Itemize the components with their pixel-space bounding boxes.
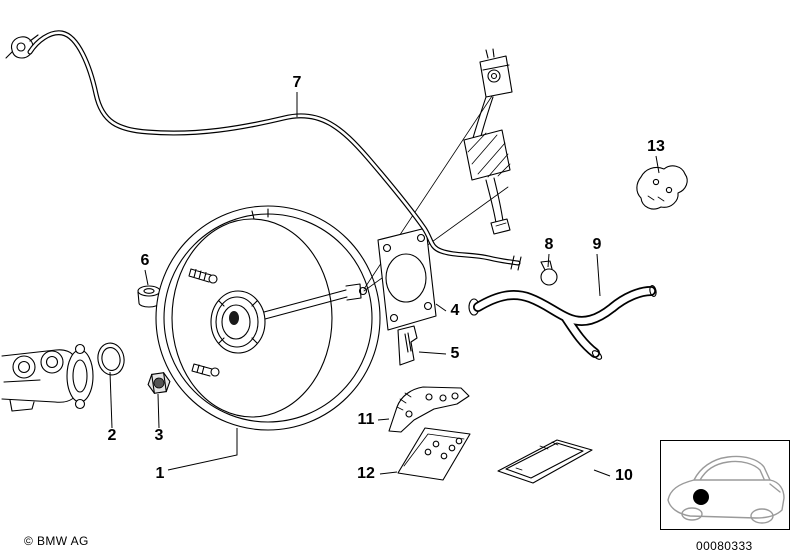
leader-line <box>418 351 447 355</box>
location-dot-icon <box>693 489 709 505</box>
part-ref-13[interactable]: 13 <box>647 138 665 174</box>
part-ref-5[interactable]: 5 <box>418 345 460 362</box>
part-ref-12[interactable]: 12 <box>357 465 398 482</box>
part-ref-9[interactable]: 9 <box>593 236 602 297</box>
part-number-8[interactable]: 8 <box>545 236 554 253</box>
part-number-4[interactable]: 4 <box>451 302 460 319</box>
perforated-plate <box>397 427 471 481</box>
pedal-pad <box>463 129 511 181</box>
leader-line <box>655 155 660 174</box>
clip-bracket <box>636 165 688 210</box>
leader-line <box>144 269 149 286</box>
part-number-2[interactable]: 2 <box>108 427 117 444</box>
part-ref-7[interactable]: 7 <box>293 74 302 117</box>
part-number-12[interactable]: 12 <box>357 465 375 482</box>
leader-line <box>377 418 390 421</box>
part-number-1[interactable]: 1 <box>156 465 165 482</box>
leader-line <box>157 393 160 429</box>
pushrod-clevis <box>263 283 368 320</box>
part-number-6[interactable]: 6 <box>141 252 150 269</box>
hex-nut <box>147 372 171 394</box>
car-icon <box>667 455 785 524</box>
part-ref-8[interactable]: 8 <box>545 236 554 268</box>
leader-line <box>167 428 238 471</box>
vacuum-pipe <box>5 30 522 271</box>
part-callouts: 1 2 3 4 5 6 7 8 <box>108 74 665 484</box>
leader-line <box>593 469 611 477</box>
part-number-5[interactable]: 5 <box>451 345 460 362</box>
part-number-9[interactable]: 9 <box>593 236 602 253</box>
flat-cover <box>497 439 593 484</box>
support-bracket <box>397 325 418 366</box>
part-ref-6[interactable]: 6 <box>141 252 150 286</box>
copyright-text: © BMW AG <box>24 534 89 548</box>
mounting-stud-lower <box>191 363 220 377</box>
part-ref-3[interactable]: 3 <box>155 393 164 444</box>
part-ref-2[interactable]: 2 <box>108 371 117 444</box>
leader-line <box>547 253 550 268</box>
diagram-number: 00080333 <box>696 539 753 553</box>
part-number-10[interactable]: 10 <box>615 467 633 484</box>
part-ref-10[interactable]: 10 <box>593 467 633 484</box>
part-ref-11[interactable]: 11 <box>358 411 390 428</box>
leader-line <box>596 253 601 297</box>
part-number-13[interactable]: 13 <box>647 138 665 155</box>
gasket-plate <box>377 227 437 331</box>
brake-booster <box>155 89 509 431</box>
part-number-11[interactable]: 11 <box>358 411 375 428</box>
part-number-7[interactable]: 7 <box>293 74 302 91</box>
leader-line <box>109 371 113 429</box>
brake-master-cylinder <box>1 343 94 412</box>
mounting-stud-upper <box>188 268 218 284</box>
grommet <box>137 285 161 308</box>
o-ring <box>97 342 125 376</box>
part-ref-1[interactable]: 1 <box>156 428 238 482</box>
car-thumbnail <box>660 440 790 530</box>
vacuum-hose <box>468 285 657 360</box>
brake-pedal <box>463 48 513 235</box>
leader-line <box>435 303 447 312</box>
leader-line <box>379 471 398 475</box>
part-number-3[interactable]: 3 <box>155 427 164 444</box>
holder-bracket <box>388 386 470 433</box>
part-ref-4[interactable]: 4 <box>435 302 460 319</box>
hose-clamp <box>540 260 558 286</box>
